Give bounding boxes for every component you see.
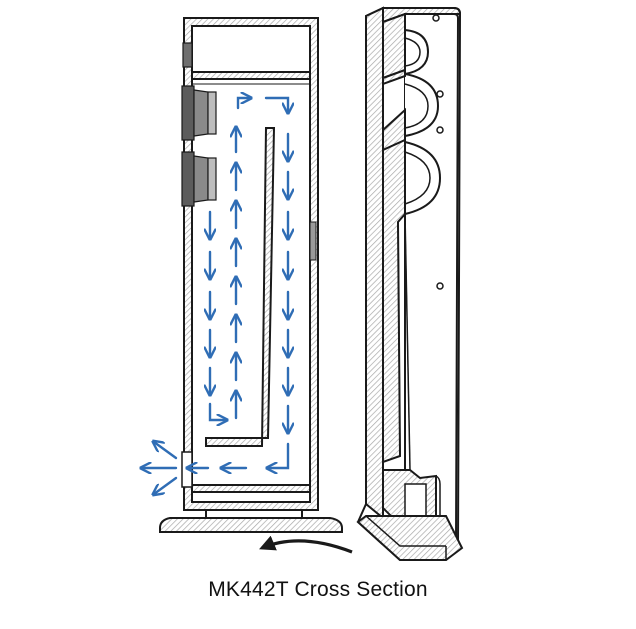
driver-cutout-middle <box>404 73 440 137</box>
airflow-arrow <box>236 98 250 110</box>
internal-brace-top <box>382 12 406 80</box>
side-cabinet-view <box>356 6 464 561</box>
driver-cutout-lower <box>404 141 442 215</box>
airflow-arrow <box>208 402 226 420</box>
airflow-arrow <box>264 96 288 112</box>
woofer-lower <box>181 151 217 207</box>
vent-port <box>181 451 193 488</box>
internal-baffle <box>205 127 276 447</box>
airflow-path <box>188 98 288 468</box>
airflow-out-icon <box>142 442 178 494</box>
side-back-wall <box>365 6 384 521</box>
front-cabinet-wall <box>183 17 319 511</box>
front-cross-section <box>159 17 343 533</box>
airflow-arrow <box>268 442 290 468</box>
front-plinth-top <box>205 509 303 519</box>
top-chamber-shelf <box>191 71 311 80</box>
driver-cutout-top <box>404 29 430 75</box>
front-plinth <box>159 517 343 533</box>
bottom-shelf <box>191 484 311 493</box>
curved-arrow-icon <box>259 535 353 554</box>
diagram-caption: MK442T Cross Section <box>208 578 428 601</box>
woofer-upper <box>181 85 217 141</box>
tweeter <box>182 42 193 68</box>
